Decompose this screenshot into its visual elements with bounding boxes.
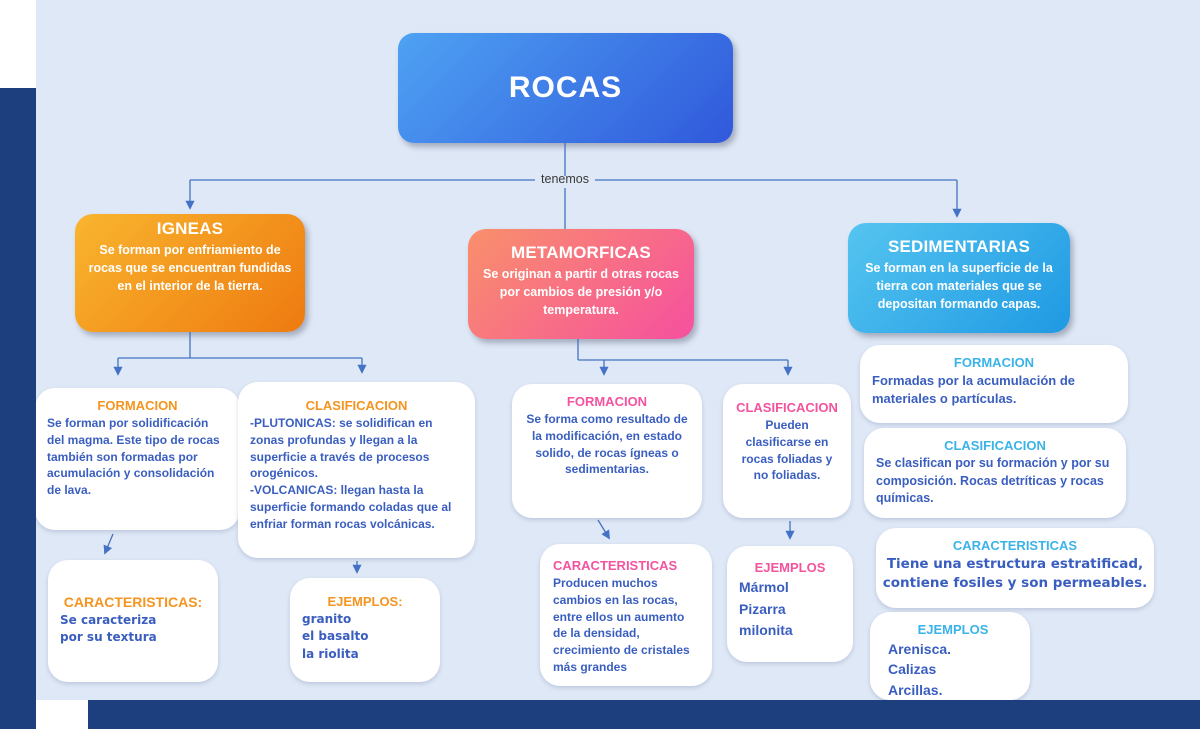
node-igneas: IGNEAS Se forman por enfriamiento de roc…: [75, 214, 305, 332]
card-metamorficas-formacion-title: FORMACION: [566, 394, 648, 409]
card-sedimentarias-clasificacion-text: Se clasifican por su formación y por su …: [876, 456, 1110, 505]
card-metamorficas-caracteristicas-title: CARACTERISTICAS: [553, 558, 678, 573]
card-metamorficas-formacion-text: Se forma como resultado de la modificaci…: [526, 412, 688, 477]
card-igneas-clasificacion-text: -PLUTONICAS: se solidifican en zonas pro…: [250, 416, 452, 531]
card-sedimentarias-caracteristicas: CARACTERISTICAS Tiene una estructura est…: [876, 528, 1154, 608]
node-sedimentarias-title: SEDIMENTARIAS: [887, 237, 1031, 256]
card-igneas-formacion-title: FORMACION: [97, 398, 178, 413]
metamorficas-ejemplo-item: milonita: [739, 622, 793, 639]
igneas-ejemplo-item: el basalto: [302, 629, 369, 644]
node-metamorficas-description: Se originan a partir d otras rocas por c…: [483, 267, 679, 318]
node-metamorficas: METAMORFICAS Se originan a partir d otra…: [468, 229, 694, 339]
sedimentarias-ejemplo-item: Arcillas.: [888, 681, 943, 698]
card-metamorficas-formacion: FORMACION Se forma como resultado de la …: [512, 384, 702, 518]
card-metamorficas-ejemplos-title: EJEMPLOS: [754, 560, 826, 575]
card-sedimentarias-clasificacion-title: CLASIFICACION: [944, 438, 1046, 453]
metamorficas-ejemplo-item: Mármol: [739, 579, 789, 595]
card-sedimentarias-formacion: FORMACION Formadas por la acumulación de…: [860, 345, 1128, 423]
card-sedimentarias-formacion-title: FORMACION: [953, 355, 1035, 370]
card-sedimentarias-clasificacion: CLASIFICACION Se clasifican por su forma…: [864, 428, 1126, 518]
card-igneas-caracteristicas: CARACTERISTICAS: Se caracteriza por su t…: [48, 560, 218, 682]
card-igneas-ejemplos-title: EJEMPLOS:: [327, 594, 403, 609]
sedimentarias-ejemplo-item: Arenisca.: [888, 641, 952, 657]
card-metamorficas-clasificacion-title: CLASIFICACION: [736, 400, 838, 415]
page-border-left: [0, 88, 36, 729]
node-sedimentarias-description: Se forman en la superficie de la tierra …: [865, 261, 1053, 312]
metamorficas-ejemplo-item: Pizarra: [739, 600, 786, 617]
card-igneas-clasificacion: CLASIFICACION -PLUTONICAS: se solidifica…: [238, 382, 475, 558]
card-metamorficas-caracteristicas-text: Producen muchos cambios en las rocas, en…: [553, 576, 690, 674]
card-igneas-formacion-text: Se forman por solidificación del magma. …: [47, 416, 220, 498]
node-igneas-description: Se forman por enfriamiento de rocas que …: [88, 243, 292, 294]
igneas-ejemplo-item: la riolita: [302, 646, 359, 661]
card-sedimentarias-caracteristicas-text: Tiene una estructura estratificad, conti…: [882, 556, 1148, 591]
card-igneas-caracteristicas-text: Se caracteriza por su textura: [60, 613, 157, 644]
node-metamorficas-title: METAMORFICAS: [511, 243, 651, 262]
card-igneas-formacion: FORMACION Se forman por solidificación d…: [35, 388, 240, 530]
card-sedimentarias-caracteristicas-title: CARACTERISTICAS: [952, 538, 1078, 553]
node-sedimentarias: SEDIMENTARIAS Se forman en la superficie…: [848, 223, 1070, 333]
card-metamorficas-clasificacion: CLASIFICACION Pueden clasificarse en roc…: [723, 384, 851, 518]
node-igneas-title: IGNEAS: [156, 219, 224, 238]
card-igneas-clasificacion-title: CLASIFICACION: [305, 398, 408, 413]
card-metamorficas-ejemplos: EJEMPLOS Mármol Pizarra milonita: [727, 546, 853, 662]
card-igneas-caracteristicas-title: CARACTERISTICAS:: [63, 594, 203, 610]
card-sedimentarias-formacion-text: Formadas por la acumulación de materiale…: [872, 373, 1075, 407]
page-border-bottom: [88, 700, 1200, 729]
igneas-ejemplo-item: granito: [302, 612, 352, 626]
card-sedimentarias-ejemplos: EJEMPLOS Arenisca. Calizas Arcillas.: [870, 612, 1030, 700]
card-sedimentarias-ejemplos-title: EJEMPLOS: [917, 622, 989, 637]
node-rocas: ROCAS: [398, 33, 733, 143]
card-metamorficas-caracteristicas: CARACTERISTICAS Producen muchos cambios …: [540, 544, 712, 686]
connector-label-tenemos: tenemos: [541, 172, 589, 186]
card-metamorficas-clasificacion-text: Pueden clasificarse en rocas foliadas y …: [741, 418, 833, 483]
card-igneas-ejemplos: EJEMPLOS: granito el basalto la riolita: [290, 578, 440, 682]
node-rocas-title: ROCAS: [508, 71, 623, 104]
sedimentarias-ejemplo-item: Calizas: [888, 661, 937, 678]
